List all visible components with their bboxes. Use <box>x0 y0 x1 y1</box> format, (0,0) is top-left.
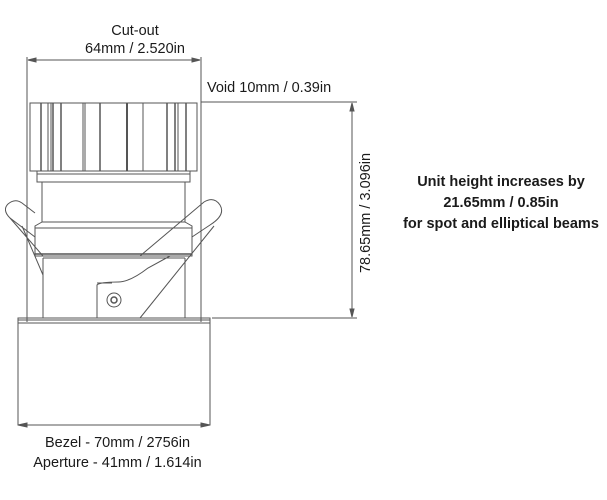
cutout-title: Cut-out <box>111 23 159 39</box>
note-line-1: Unit height increases by <box>417 174 585 190</box>
height-dimension <box>201 101 357 319</box>
height-dimension-label: 78.65mm / 3.096in <box>358 152 374 274</box>
cutout-dimension <box>26 57 202 322</box>
note-line-3: for spot and elliptical beams <box>403 216 599 232</box>
void-dimension-label: Void 10mm / 0.39in <box>207 80 332 96</box>
bezel-dimension <box>17 422 211 428</box>
heat-sink <box>29 102 198 172</box>
bezel-dimension-label: Bezel - 70mm / 2756in <box>44 435 191 451</box>
bezel-flange <box>17 317 211 324</box>
note-line-2: 21.65mm / 0.85in <box>443 195 559 211</box>
beam-height-note: Unit height increases by 21.65mm / 0.85i… <box>396 172 606 235</box>
aperture-dimension-label: Aperture - 41mm / 1.614in <box>33 455 202 471</box>
bezel-body <box>17 322 211 426</box>
spring-clip-left <box>4 200 44 276</box>
clip-pivot <box>106 292 122 308</box>
body-collar <box>34 170 193 318</box>
spring-clip-right <box>96 199 223 319</box>
cutout-dimension-label: 64mm / 2.520in <box>85 41 185 57</box>
